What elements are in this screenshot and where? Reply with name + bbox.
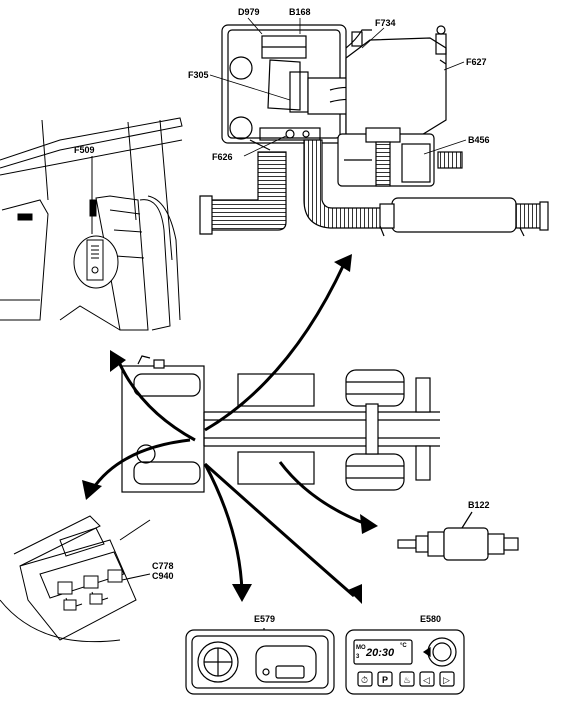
dashboard-switch-panel-illustration — [0, 515, 151, 643]
label-b122: B122 — [468, 500, 490, 510]
control-panel-e579 — [185, 628, 335, 695]
location-arrows — [90, 263, 367, 598]
label-d979: D979 — [238, 7, 260, 17]
label-b456: B456 — [468, 135, 490, 145]
label-c778: C778 — [152, 561, 174, 571]
timer-mo-label: MO — [356, 645, 366, 651]
label-e579: E579 — [254, 614, 276, 624]
label-f509: F509 — [74, 145, 95, 155]
svg-text:P: P — [382, 675, 388, 685]
svg-text:▷: ▷ — [443, 675, 450, 685]
arrow-heads — [82, 254, 378, 604]
temperature-sensor-illustration — [397, 511, 519, 561]
heater-leader-lines — [209, 17, 467, 157]
label-b168: B168 — [289, 7, 311, 17]
label-f626: F626 — [212, 152, 233, 162]
svg-text:♨: ♨ — [403, 675, 411, 685]
timer-time-readout: 20:30 — [366, 647, 395, 659]
svg-text:◁: ◁ — [423, 675, 430, 685]
timer-digit: 3 — [356, 654, 360, 660]
control-panel-e580: P ◁ ▷ ⏱ ♨ — [345, 629, 465, 695]
timer-unit: °C — [400, 643, 407, 649]
truck-chassis-top-view — [121, 355, 440, 493]
pump-illustration — [337, 127, 463, 187]
label-f305: F305 — [188, 70, 209, 80]
heater-unit-illustration — [221, 24, 447, 151]
label-e580: E580 — [420, 614, 442, 624]
label-f627: F627 — [466, 57, 487, 67]
cab-interior-illustration — [0, 117, 183, 331]
label-f734: F734 — [375, 18, 396, 28]
coolant-hoses — [199, 139, 549, 237]
label-c940: C940 — [152, 571, 174, 581]
svg-text:⏱: ⏱ — [361, 675, 368, 685]
